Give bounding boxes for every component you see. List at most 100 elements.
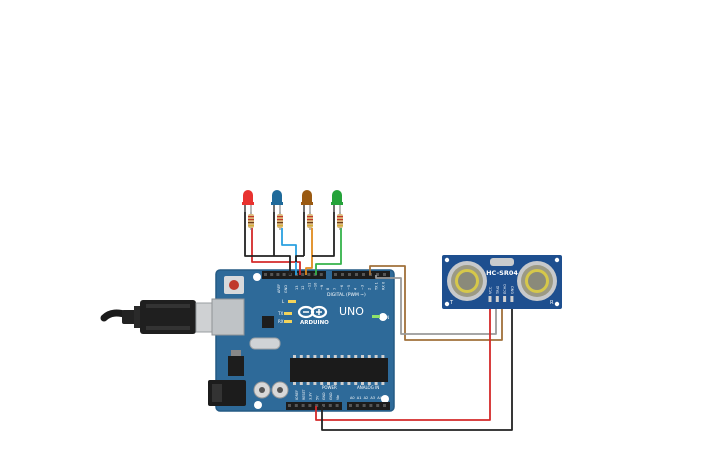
chip-pin: [299, 382, 303, 385]
sensor-crystal: [490, 258, 514, 266]
reset-button[interactable]: [229, 280, 239, 290]
digital-pin-label: 2: [368, 288, 372, 290]
sensor-pin[interactable]: [495, 296, 499, 302]
wire-sensor-echo[interactable]: [369, 265, 503, 341]
header-hole[interactable]: [319, 273, 323, 276]
gnd-label: GND: [284, 285, 288, 293]
chip-pin: [293, 355, 296, 358]
analog-pin-label: A5: [384, 396, 389, 400]
wire-led4-anode[interactable]: [315, 228, 342, 275]
chip-pin: [347, 355, 351, 358]
header-hole[interactable]: [264, 273, 267, 276]
chip-pin: [354, 382, 358, 385]
sensor-pin[interactable]: [503, 296, 507, 302]
usb-plug-body: [140, 300, 196, 334]
sensor-pin[interactable]: [488, 296, 492, 302]
power-pin-label: 3.3V: [309, 392, 313, 400]
l-led: [288, 300, 296, 303]
arduino-uno-board[interactable]: TX RX L ON ARDUINO UNO DIGITAL (PWM ~) 1…: [208, 269, 395, 412]
digital-pin-label: ~5: [347, 285, 351, 290]
header-hole[interactable]: [334, 273, 337, 276]
sensor-t-mark: T: [449, 300, 454, 306]
header-hole[interactable]: [270, 273, 274, 276]
header-hole[interactable]: [282, 273, 286, 276]
led-dome: [302, 190, 312, 203]
wire-sensor-trig[interactable]: [375, 275, 497, 335]
rx-label: RX: [278, 319, 284, 324]
digital-pin-label: RX 0: [381, 282, 385, 290]
resistor[interactable]: [337, 212, 343, 230]
led-blue[interactable]: [271, 190, 283, 214]
resistor-band: [307, 222, 313, 224]
header-hole[interactable]: [376, 273, 379, 276]
power-pin-label: IOREF: [295, 390, 299, 400]
power-header-label: POWER: [322, 385, 337, 390]
header-hole[interactable]: [301, 273, 305, 276]
digital-pin-label: ~11: [307, 283, 311, 290]
resistor-band: [277, 216, 283, 218]
led-red[interactable]: [242, 190, 254, 214]
header-hole[interactable]: [362, 273, 365, 276]
header-hole[interactable]: [376, 404, 380, 407]
wire-led2-anode[interactable]: [281, 228, 297, 275]
header-hole[interactable]: [355, 404, 359, 407]
chip-pin: [313, 355, 317, 358]
power-pin-label: RESET: [302, 388, 306, 400]
header-hole[interactable]: [355, 273, 358, 276]
wire-led1-anode[interactable]: [251, 228, 301, 275]
resistor[interactable]: [307, 212, 313, 230]
resistor-band: [307, 225, 313, 227]
sensor-r-mark: R: [550, 300, 554, 306]
header-hole[interactable]: [349, 404, 352, 407]
wire-sensor-gnd[interactable]: [321, 300, 513, 431]
header-hole[interactable]: [322, 404, 325, 407]
digital-header-right: [332, 271, 390, 279]
header-hole[interactable]: [362, 404, 366, 407]
led-rim: [242, 202, 254, 205]
atmega-microcontroller: [290, 358, 388, 382]
on-led: [372, 315, 380, 318]
digital-pin-label: 12: [301, 286, 305, 290]
header-hole[interactable]: [341, 273, 344, 276]
header-hole[interactable]: [276, 273, 280, 276]
header-hole[interactable]: [383, 404, 386, 407]
analog-pin-label: A1: [357, 396, 362, 400]
header-hole[interactable]: [308, 404, 312, 407]
resistor-band: [277, 225, 283, 227]
resistor[interactable]: [277, 212, 283, 230]
led-orange[interactable]: [301, 190, 313, 214]
mounting-hole: [379, 313, 387, 321]
header-hole[interactable]: [348, 273, 351, 276]
wire-sensor-vcc[interactable]: [315, 300, 491, 421]
wire-led4-cathode[interactable]: [312, 205, 335, 257]
analog-header-label: ANALOG IN: [357, 385, 379, 390]
wire-led3-anode[interactable]: [305, 228, 313, 275]
header-hole[interactable]: [383, 273, 386, 276]
led-dome: [272, 190, 282, 203]
wire-led1-cathode[interactable]: [244, 205, 291, 275]
digital-pin-label: ~9: [320, 285, 324, 290]
header-hole[interactable]: [335, 404, 339, 407]
sensor-pin-label: TRIG: [496, 285, 500, 295]
led-green[interactable]: [331, 190, 343, 214]
resistor-band: [307, 216, 313, 218]
chip-pin: [381, 355, 385, 358]
header-hole[interactable]: [294, 404, 298, 407]
header-hole[interactable]: [307, 273, 311, 276]
analog-pin-label: A3: [370, 396, 375, 400]
resistor-band: [277, 219, 283, 221]
header-hole[interactable]: [369, 404, 373, 407]
header-hole[interactable]: [328, 404, 332, 407]
power-pin-label: GND: [322, 392, 326, 400]
resistor[interactable]: [248, 212, 254, 230]
analog-pin-label: A2: [364, 396, 369, 400]
transmitter-transducer: [447, 261, 487, 301]
usb-b-jack: [211, 298, 245, 336]
header-hole[interactable]: [288, 404, 291, 407]
mounting-hole: [381, 395, 389, 403]
header-hole[interactable]: [315, 404, 319, 407]
sensor-pin[interactable]: [510, 296, 514, 302]
chip-pin: [347, 382, 351, 385]
header-hole[interactable]: [301, 404, 305, 407]
